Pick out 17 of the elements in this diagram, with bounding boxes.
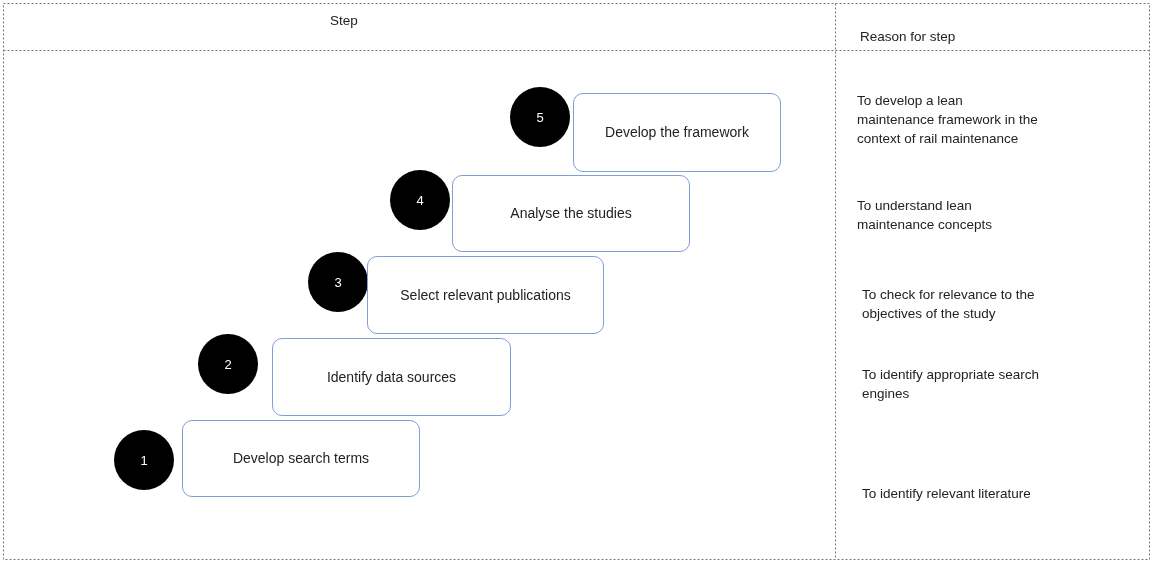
step-box: Develop the framework — [573, 93, 781, 172]
reason-text: To identify relevant literature — [862, 485, 1032, 503]
step-number-circle: 1 — [114, 430, 174, 490]
step-number-circle: 2 — [198, 334, 258, 394]
step-box: Identify data sources — [272, 338, 511, 416]
step-number-circle: 3 — [308, 252, 368, 312]
reason-text: To understand lean maintenance concepts — [857, 197, 994, 234]
step-box: Analyse the studies — [452, 175, 690, 252]
step-number-circle: 5 — [510, 87, 570, 147]
reason-text: To identify appropriate search engines — [862, 366, 1041, 403]
step-box: Develop search terms — [182, 420, 420, 497]
reason-text: To develop a lean maintenance framework in the context of rail maintenance — [857, 92, 1039, 148]
column-header: Step — [330, 12, 359, 30]
reason-text: To check for relevance to the objectives of the study — [862, 286, 1036, 323]
column-header: Reason for step — [860, 28, 957, 46]
step-box: Select relevant publications — [367, 256, 604, 334]
step-number-circle: 4 — [390, 170, 450, 230]
